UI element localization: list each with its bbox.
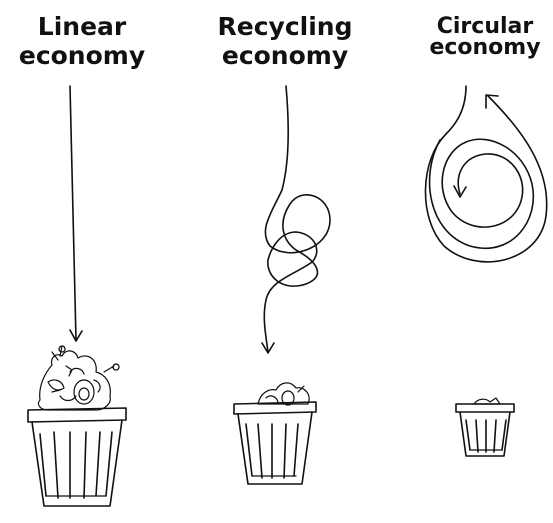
circular-economy-heading: Circular economy (400, 14, 553, 60)
linear-heading-line-1: Linear (37, 12, 127, 41)
recycling-trash-bin-partial (233, 382, 317, 485)
linear-economy-heading: Linear economy (2, 12, 162, 70)
recycling-economy-heading: Recycling economy (200, 12, 370, 70)
recycling-heading-line-2: economy (221, 41, 349, 70)
circular-heading-line-2: economy (429, 35, 541, 60)
recycling-loop-arrow (261, 85, 331, 354)
linear-heading-line-2: economy (18, 41, 146, 70)
circular-trash-bin-small (455, 397, 515, 457)
linear-arrow (69, 85, 83, 342)
circular-heading-line-1: Circular (436, 14, 534, 39)
recycling-heading-line-1: Recycling (217, 12, 353, 41)
circular-spiral-arrow (424, 85, 548, 263)
linear-trash-bin-full (27, 345, 127, 507)
